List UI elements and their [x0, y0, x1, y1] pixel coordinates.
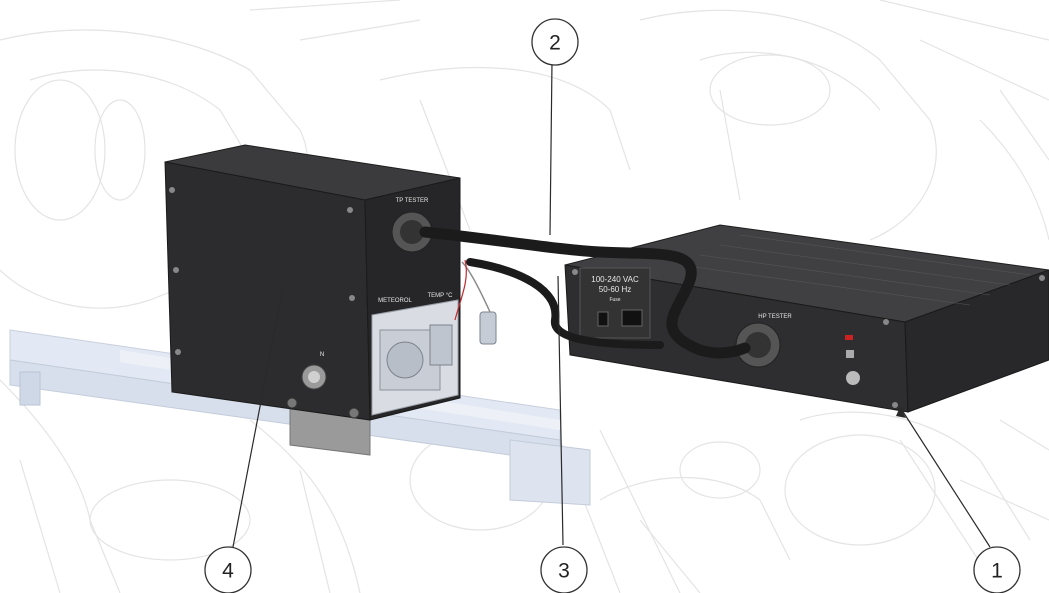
temp-label: TEMP °C [428, 293, 454, 299]
sensor-enclosure: N TP TESTER METEOROL TEMP °C [164, 144, 497, 421]
callout-4-label: 4 [222, 560, 234, 583]
fuse-label: Fuse [609, 297, 620, 303]
voltage-label: 100-240 VAC [591, 275, 639, 284]
meteorol-label: METEOROL [378, 298, 412, 304]
callout-3-label: 3 [558, 560, 570, 583]
callout-3: 3 [540, 546, 588, 593]
callout-2-label: 2 [549, 32, 561, 55]
frequency-label: 50-60 Hz [599, 285, 631, 294]
callout-1: 1 [973, 546, 1021, 593]
control-unit: 100-240 VAC 50-60 Hz Fuse HP TESTER [564, 224, 1049, 413]
callout-2: 2 [531, 18, 579, 66]
hp-tester-label: HP TESTER [758, 314, 792, 320]
callout-4: 4 [204, 546, 252, 593]
knob-label: N [320, 352, 324, 358]
callout-1-label: 1 [991, 560, 1003, 583]
tp-tester-label: TP TESTER [396, 198, 429, 204]
leader-lines [232, 61, 991, 548]
connecting-cable [419, 226, 751, 359]
